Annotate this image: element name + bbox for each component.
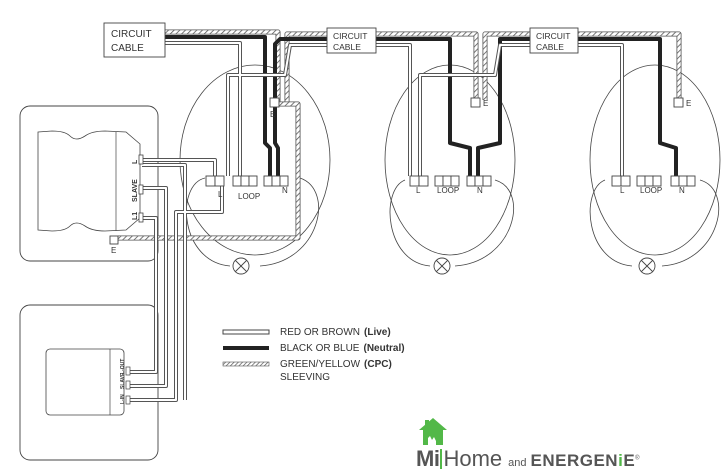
legend-item-cpc: GREEN/YELLOW (CPC): [222, 356, 405, 372]
terminal-label-e: E: [483, 99, 488, 108]
lamp-icon: [638, 257, 656, 275]
neutral-wire-swatch: [223, 346, 269, 350]
ceiling-rose-3: [589, 64, 721, 267]
terminal-label-loop: LOOP: [437, 186, 459, 195]
terminal-blocks: [109, 97, 696, 245]
circuit-cable-label-line1: CIRCUIT: [111, 29, 152, 40]
terminal-label-e: E: [270, 110, 275, 119]
terminal-label-n: N: [679, 186, 685, 195]
terminal-label-l: L: [218, 190, 223, 199]
logo-energenie-i: i: [618, 451, 624, 470]
lamp-icon: [433, 257, 451, 275]
terminal-label-n: N: [282, 186, 288, 195]
master-terminal-slave: SLAVE: [132, 179, 139, 202]
logo-and: and: [508, 457, 527, 469]
logo-energenie: ENERGEN: [530, 451, 619, 470]
terminal-label-loop: LOOP: [640, 186, 662, 195]
wire-legend: RED OR BROWN (Live) BLACK OR BLUE (Neutr…: [222, 324, 405, 386]
terminal-label-loop: LOOP: [238, 192, 260, 201]
circuit-cable-box-3: CIRCUIT CABLE: [529, 27, 579, 54]
cpc-wires: [118, 29, 682, 241]
legend-sleeving-label: SLEEVING: [280, 372, 331, 383]
circuit-cable-box-2: CIRCUIT CABLE: [326, 27, 377, 54]
circuit-cable-label-line1: CIRCUIT: [536, 31, 570, 41]
circuit-cable-label-line2: CABLE: [333, 42, 361, 52]
circuit-cable-box-1: CIRCUIT CABLE: [103, 22, 166, 58]
slave-switch: [19, 304, 159, 461]
neutral-wires: [165, 35, 678, 176]
circuit-cable-label-line1: CIRCUIT: [333, 31, 367, 41]
legend-item-neutral: BLACK OR BLUE (Neutral): [222, 340, 405, 356]
live-wires: [130, 41, 624, 402]
house-icon: [419, 418, 447, 445]
circuit-cable-label-line2: CABLE: [111, 43, 144, 54]
master-earth-label: E: [111, 246, 116, 255]
circuit-cable-label-line2: CABLE: [536, 42, 564, 52]
logo-trademark: ®: [635, 455, 640, 462]
master-terminal-l: L: [132, 159, 139, 164]
logo-divider: [440, 449, 443, 469]
legend-label: BLACK OR BLUE: [280, 342, 360, 354]
slave-terminal-slave: SLAVE: [120, 372, 126, 389]
legend-label: RED OR BROWN: [280, 326, 360, 338]
terminal-label-l: L: [620, 186, 625, 195]
master-terminal-l1: L1: [132, 212, 139, 220]
legend-item-live: RED OR BROWN (Live): [222, 324, 405, 340]
logo-home: Home: [443, 446, 503, 471]
legend-note: (CPC): [364, 358, 392, 370]
logo-mi: Mi: [416, 446, 440, 471]
legend-note: (Neutral): [363, 342, 405, 354]
legend-note: (Live): [364, 326, 391, 338]
terminal-label-e: E: [686, 99, 691, 108]
terminal-label-l: L: [416, 186, 421, 195]
slave-terminal-l-out: L-OUT: [120, 359, 126, 374]
slave-terminal-l-in: L-IN: [120, 394, 126, 404]
logo-energenie-e: E: [623, 451, 636, 470]
legend-label: GREEN/YELLOW: [280, 358, 361, 370]
lamp-icon: [232, 257, 250, 275]
terminal-label-n: N: [477, 186, 483, 195]
master-switch: [19, 105, 159, 262]
cpc-wire-swatch: [222, 361, 270, 367]
live-wire-swatch: [222, 329, 270, 335]
